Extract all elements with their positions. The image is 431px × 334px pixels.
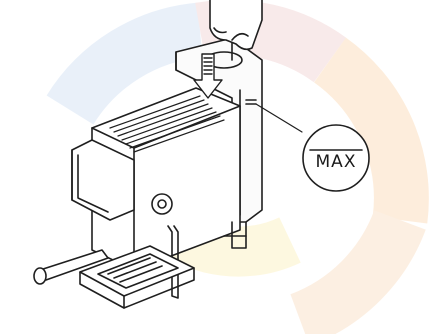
max-label: MAX [303,152,369,172]
steam-knob [152,194,172,214]
